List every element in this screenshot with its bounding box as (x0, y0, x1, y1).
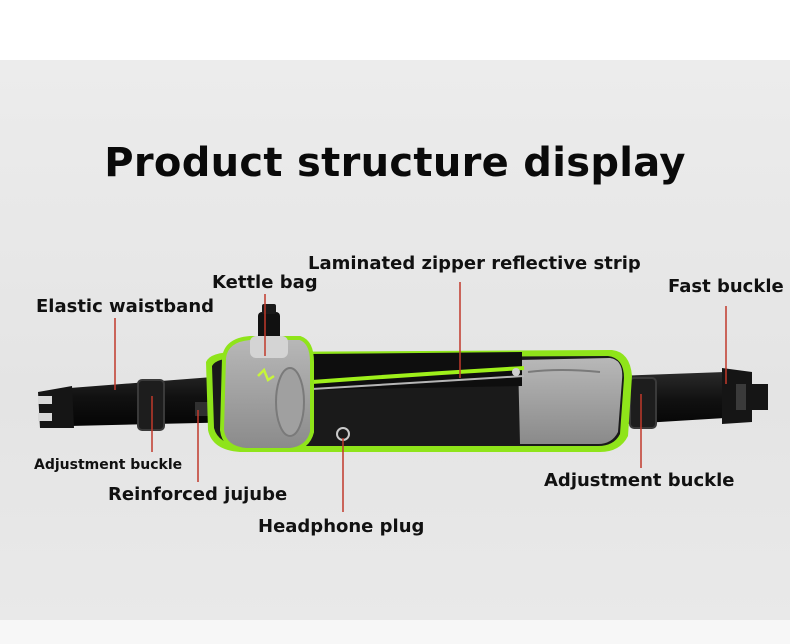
runner-logo-icon (257, 367, 275, 382)
label-kettle-bag: Kettle bag (212, 272, 318, 293)
water-bottle-icon (250, 304, 288, 358)
label-elastic-waistband: Elastic waistband (36, 296, 215, 317)
label-adjustment-buckle-left: Adjustment buckle (34, 457, 183, 473)
label-reinforced-jujube: Reinforced jujube (108, 484, 288, 505)
side-pocket-right (518, 358, 623, 444)
bottom-band (0, 620, 790, 644)
adjustment-buckle-right-icon (629, 377, 657, 429)
left-buckle-icon (38, 386, 74, 428)
page-title: Product structure display (104, 140, 686, 186)
label-headphone-plug: Headphone plug (258, 516, 425, 537)
adjustment-buckle-left-icon (137, 379, 165, 431)
background-panel (0, 60, 790, 620)
label-fast-buckle: Fast buckle (668, 276, 784, 297)
zipper-pocket (312, 352, 522, 390)
label-laminated-zipper: Laminated zipper reflective strip (308, 253, 641, 274)
label-adjustment-buckle-right: Adjustment buckle (544, 470, 735, 491)
zipper-pull (512, 368, 520, 376)
reflective-strip (311, 366, 525, 384)
fast-buckle-icon (722, 368, 768, 424)
leader-lines (114, 282, 727, 512)
